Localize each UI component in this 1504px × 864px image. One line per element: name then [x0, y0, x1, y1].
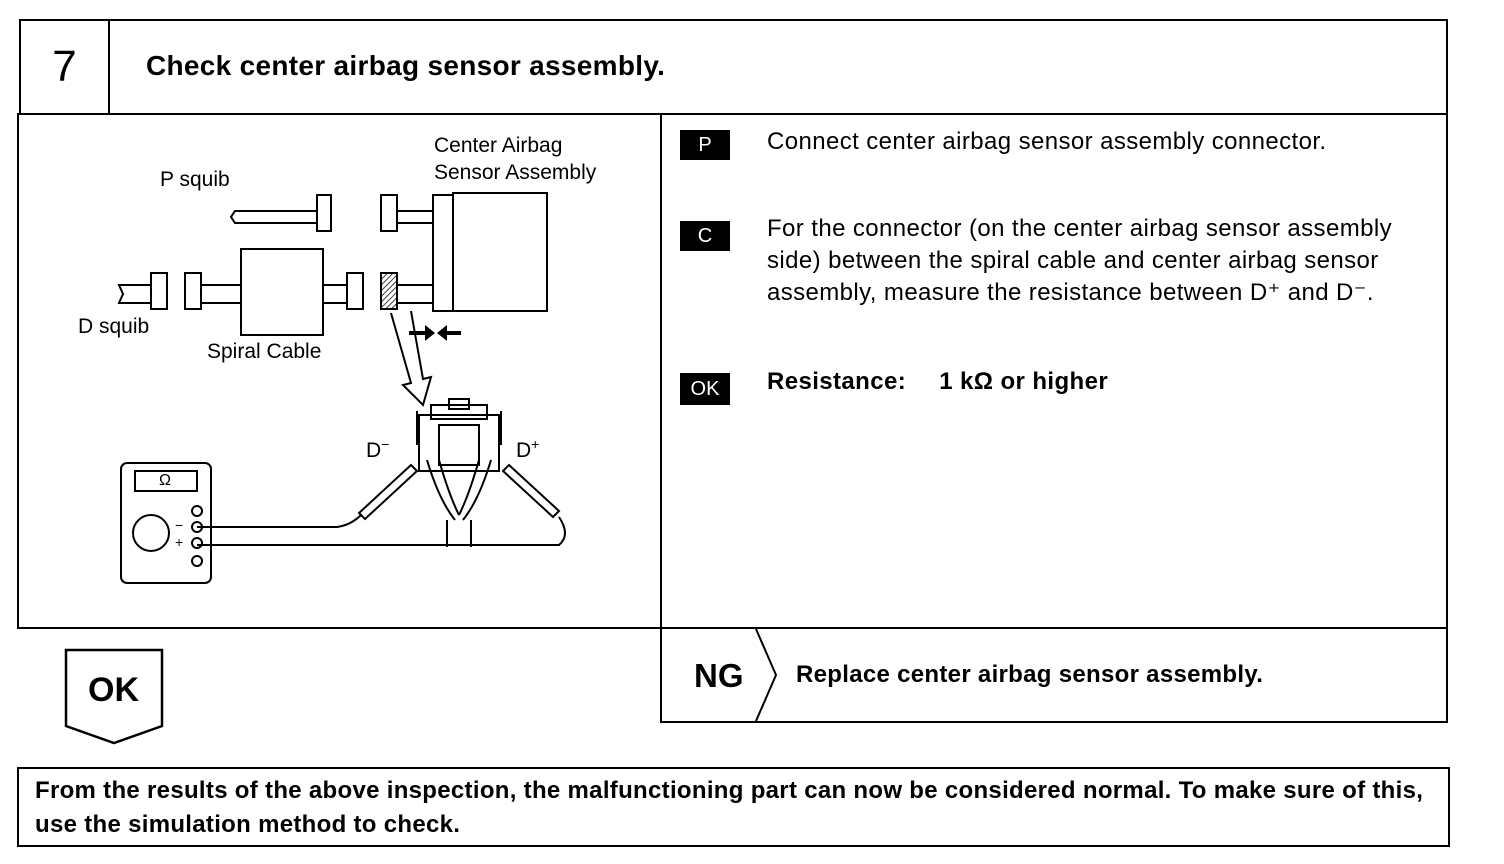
resistance-spec: Resistance: 1 kΩ or higher: [767, 366, 1108, 398]
minus-sign: −: [381, 436, 390, 452]
d-minus-letter: D: [366, 439, 382, 462]
ok-arrow-box: [64, 648, 164, 745]
ok-badge: OK: [680, 373, 730, 405]
d-plus-letter: D: [516, 439, 532, 462]
sensor-label-line2: Sensor Assembly: [434, 161, 597, 184]
c-badge: C: [680, 221, 730, 251]
d-connector-hatched: [380, 272, 398, 310]
step-number: 7: [21, 21, 110, 113]
ng-action: Replace center airbag sensor assembly.: [796, 661, 1264, 688]
p-squib-label: P squib: [160, 168, 230, 191]
meter-minus: −: [175, 517, 184, 533]
spiral-cable-body: [240, 248, 324, 336]
resistance-value: 1 kΩ or higher: [939, 368, 1109, 395]
content-divider: [660, 113, 662, 723]
d-squib-connector: [150, 272, 168, 310]
enlarged-connector: [416, 398, 502, 547]
p-instruction: Connect center airbag sensor assembly co…: [767, 128, 1327, 155]
push-arrow-right: [409, 325, 435, 341]
test-probes: [357, 463, 561, 521]
p-squib-plug: [229, 210, 318, 224]
test-leads: [197, 514, 566, 546]
sensor-flange: [432, 194, 454, 312]
push-arrow-left: [437, 325, 461, 341]
plus-sign: +: [531, 436, 540, 452]
step-title: Check center airbag sensor assembly.: [146, 50, 666, 81]
connector-diagram: [117, 192, 566, 584]
c-instruction: For the connector (on the center airbag …: [767, 215, 1392, 306]
ok-result-label: OK: [88, 671, 139, 709]
p-squib-connector: [316, 194, 332, 232]
d-plus-label: D+: [516, 436, 539, 463]
ohm-symbol: Ω: [159, 472, 171, 489]
zoom-arrow: [390, 310, 433, 407]
p-badge: P: [680, 130, 730, 160]
sensor-body: [452, 192, 548, 312]
footer-note: From the results of the above inspection…: [17, 767, 1450, 847]
meter-plus: +: [175, 534, 184, 550]
step-header: [19, 19, 1448, 115]
ohmmeter: [120, 462, 212, 584]
ng-chevron: [755, 628, 778, 722]
d-minus-label: D−: [366, 436, 389, 463]
sensor-label-line1: Center Airbag: [434, 134, 563, 157]
ng-box: [660, 627, 1448, 723]
ng-label: NG: [694, 657, 744, 694]
footer-text: From the results of the above inspection…: [35, 777, 1424, 838]
d-squib-label: D squib: [78, 315, 150, 338]
resistance-label: Resistance:: [767, 368, 907, 395]
spiral-cable-label: Spiral Cable: [207, 340, 322, 363]
